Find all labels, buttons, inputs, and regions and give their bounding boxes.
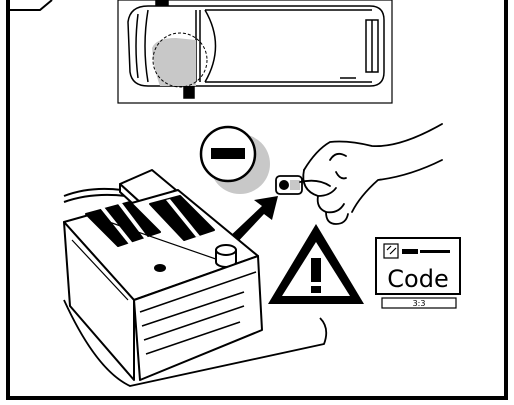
warning-icon bbox=[268, 224, 364, 304]
radio-code-panel: Code 3:3 bbox=[376, 238, 460, 308]
code-badge-label: 3:3 bbox=[413, 299, 426, 308]
vehicle-inset bbox=[118, 0, 392, 103]
code-label: Code bbox=[387, 265, 448, 293]
minus-icon bbox=[211, 148, 245, 159]
negative-terminal bbox=[201, 127, 270, 194]
hand-with-clamp bbox=[276, 124, 442, 224]
